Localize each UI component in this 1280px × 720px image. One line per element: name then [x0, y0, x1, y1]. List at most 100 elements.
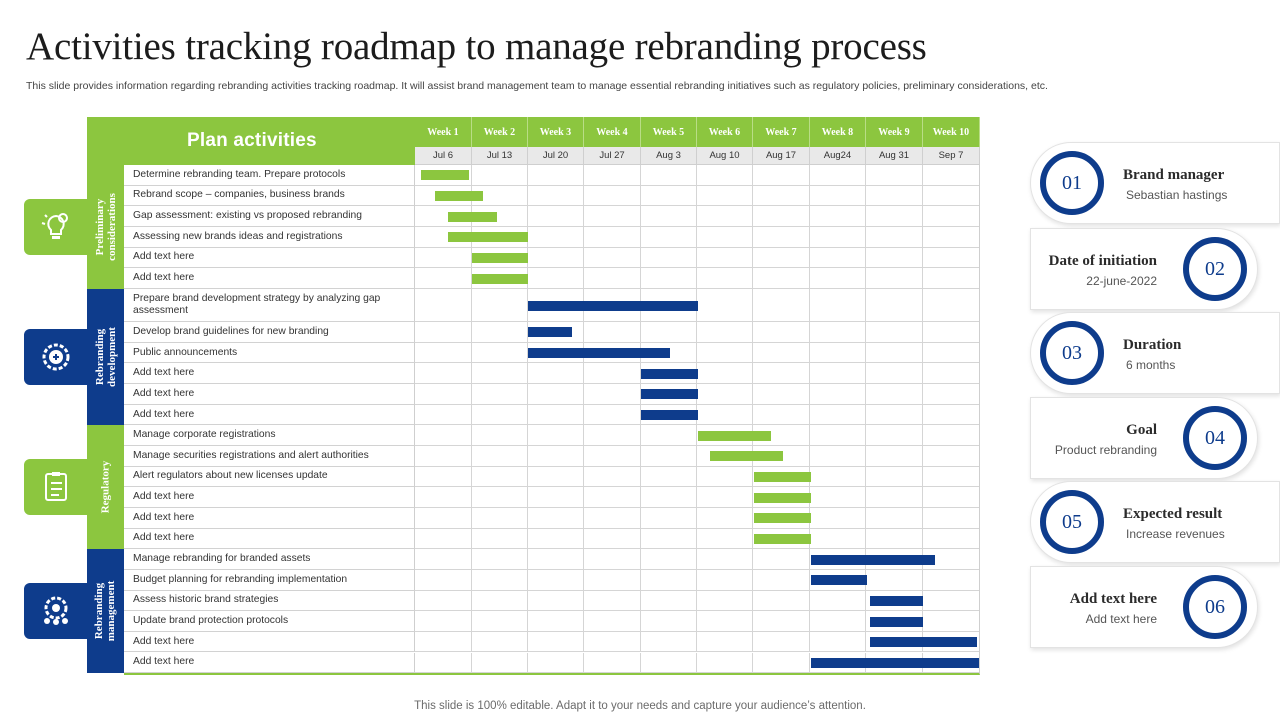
grid-cell	[641, 487, 697, 508]
grid-cell	[584, 363, 641, 385]
week-date: Aug 17	[753, 147, 810, 165]
grid-cell	[753, 206, 810, 227]
card-value: 22-june-2022	[1086, 274, 1157, 288]
grid-cell	[810, 247, 866, 269]
grid-cell	[584, 384, 641, 405]
task-label: Determine rebranding team. Prepare proto…	[124, 165, 415, 186]
grid-cell	[415, 528, 472, 550]
grid-cell	[866, 226, 923, 248]
gantt-bar	[447, 232, 528, 243]
grid-cell	[528, 528, 584, 550]
page-subtitle: This slide provides information regardin…	[26, 80, 1048, 92]
grid-cell	[810, 425, 866, 446]
card-title: Expected result	[1123, 506, 1223, 522]
task-label: Add text here	[124, 528, 415, 550]
card-value: Product rebranding	[1054, 443, 1157, 457]
grid-cell	[697, 404, 753, 426]
grid-cell	[472, 165, 528, 186]
grid-cell	[697, 185, 753, 207]
task-label: Add text here	[124, 384, 415, 405]
grid-cell	[472, 569, 528, 591]
footer-note: This slide is 100% editable. Adapt it to…	[414, 700, 866, 712]
grid-cell	[472, 631, 528, 653]
grid-cell	[753, 425, 810, 446]
week-header: Week 9	[866, 117, 923, 147]
grid-cell	[415, 549, 472, 570]
grid-cell	[584, 226, 641, 248]
grid-cell	[866, 185, 923, 207]
grid-cell	[528, 425, 584, 446]
grid-cell	[866, 322, 923, 343]
grid-cell	[641, 185, 697, 207]
grid-cell	[810, 528, 866, 550]
grid-cell	[753, 384, 810, 405]
phase-label-text: Rebranding development	[93, 327, 118, 388]
grid-cell	[472, 487, 528, 508]
gantt-bar	[420, 170, 469, 181]
grid-cell	[472, 446, 528, 467]
phase-label: Rebranding management	[87, 549, 124, 674]
grid-cell	[472, 363, 528, 385]
card-number-badge: 06	[1183, 575, 1247, 639]
grid-cell	[415, 404, 472, 426]
task-label: Manage rebranding for branded assets	[124, 549, 415, 570]
phase-label: Preliminary considerations	[87, 165, 124, 289]
grid-cell	[810, 226, 866, 248]
phase-label: Rebranding development	[87, 288, 124, 426]
week-date: Sep 7	[923, 147, 980, 165]
grid-cell	[753, 226, 810, 248]
task-label: Add text here	[124, 631, 415, 653]
grid-cell	[528, 652, 584, 674]
grid-cell	[415, 652, 472, 674]
grid-cell	[641, 466, 697, 488]
checklist-icon	[24, 459, 88, 516]
grid-cell	[753, 288, 810, 323]
grid-cell	[528, 631, 584, 653]
week-header: Week 10	[923, 117, 980, 147]
grid-cell	[584, 631, 641, 653]
grid-cell	[810, 288, 866, 323]
grid-cell	[753, 404, 810, 426]
grid-cell	[415, 425, 472, 446]
grid-cell	[697, 165, 753, 186]
week-date: Aug 10	[697, 147, 753, 165]
grid-cell	[810, 487, 866, 508]
task-label: Add text here	[124, 404, 415, 426]
task-label: Gap assessment: existing vs proposed reb…	[124, 206, 415, 227]
grid-cell	[697, 206, 753, 227]
grid-cell	[866, 342, 923, 364]
grid-cell	[866, 363, 923, 385]
grid-cell	[753, 611, 810, 632]
phase-label-text: Regulatory	[99, 461, 112, 514]
gantt-bar	[754, 513, 811, 524]
grid-cell	[584, 322, 641, 343]
task-label: Rebrand scope – companies, business bran…	[124, 185, 415, 207]
grid-cell	[584, 268, 641, 289]
card-title: Duration	[1123, 337, 1182, 353]
gantt-bar	[810, 575, 867, 586]
grid-cell	[697, 569, 753, 591]
task-label: Budget planning for rebranding implement…	[124, 569, 415, 591]
card-number-badge: 02	[1183, 237, 1247, 301]
grid-cell	[584, 569, 641, 591]
card-title: Add text here	[1069, 591, 1157, 607]
grid-cell	[753, 652, 810, 674]
card-number-badge: 04	[1183, 406, 1247, 470]
grid-cell	[415, 569, 472, 591]
task-label: Assessing new brands ideas and registrat…	[124, 226, 415, 248]
grid-cell	[472, 507, 528, 529]
grid-cell	[584, 165, 641, 186]
page-title: Activities tracking roadmap to manage re…	[26, 25, 927, 68]
grid-cell	[584, 466, 641, 488]
task-label: Public announcements	[124, 342, 415, 364]
grid-cell	[697, 652, 753, 674]
grid-cell	[810, 342, 866, 364]
card-number-badge: 05	[1040, 490, 1104, 554]
gantt-bar	[869, 595, 924, 606]
grid-cell	[472, 549, 528, 570]
gantt-bar	[810, 657, 980, 668]
grid-outline	[124, 165, 980, 675]
grid-cell	[753, 569, 810, 591]
grid-cell	[584, 652, 641, 674]
